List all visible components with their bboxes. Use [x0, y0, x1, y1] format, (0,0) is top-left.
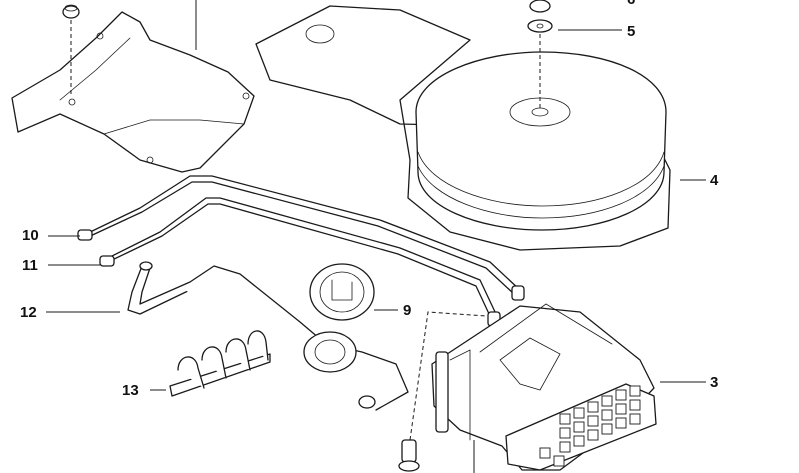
callout-13: 13 — [122, 382, 139, 399]
callout-3: 3 — [710, 374, 718, 391]
canister-valve[interactable] — [398, 439, 420, 472]
callout-4: 4 — [710, 172, 719, 189]
grommet-6[interactable] — [529, 0, 551, 13]
leader-canister-valve — [409, 311, 487, 441]
canister-filter-grid — [539, 385, 641, 467]
callout-10: 10 — [22, 227, 39, 244]
grommet-on-pipe[interactable] — [303, 331, 357, 373]
callout-9: 9 — [403, 302, 411, 319]
callout-5: 5 — [627, 23, 635, 40]
callout-12: 12 — [20, 304, 37, 321]
hose-clip-13[interactable] — [169, 330, 271, 397]
rubber-grommet-9[interactable] — [309, 263, 375, 321]
vent-hose-11[interactable] — [99, 197, 501, 327]
grommet-top-left[interactable] — [62, 4, 80, 19]
callout-6: 6 — [627, 0, 635, 8]
washer-5[interactable] — [527, 19, 553, 33]
charcoal-canister-3[interactable] — [431, 303, 657, 471]
callout-11: 11 — [22, 257, 38, 274]
bracket-part[interactable] — [11, 11, 255, 173]
air-filter-housing[interactable] — [255, 5, 671, 251]
